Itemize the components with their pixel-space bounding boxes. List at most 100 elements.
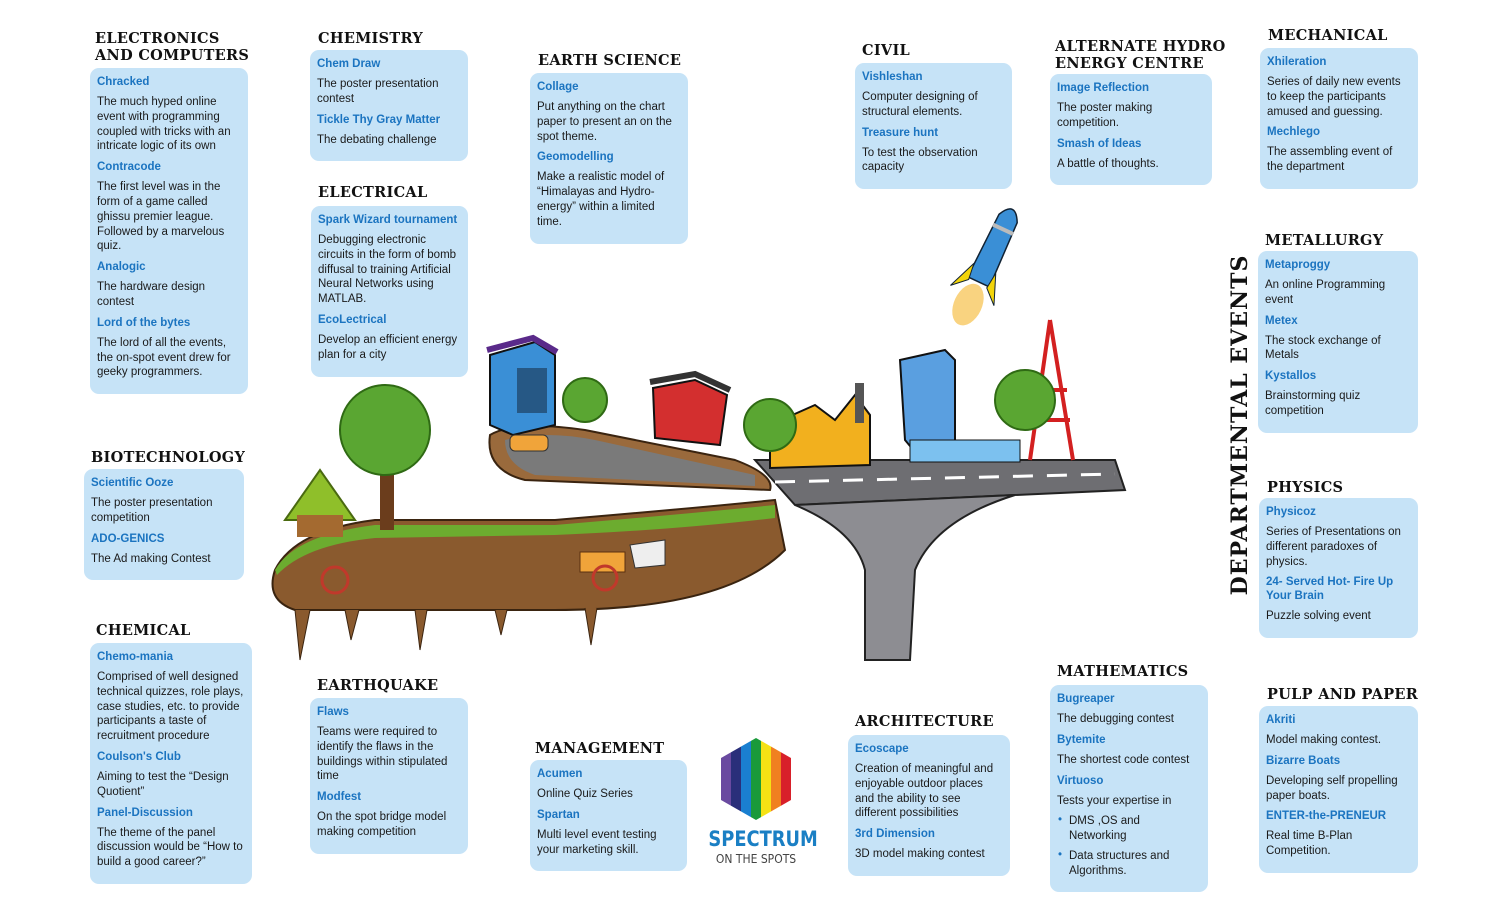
event-name: Metaproggy <box>1265 259 1331 271</box>
bridge-pillar <box>794 494 1016 661</box>
event-name: 3rd Dimension <box>855 828 935 841</box>
event-description: Comprised of well designed technical qui… <box>97 671 244 743</box>
event-name: Spark Wizard tournament <box>318 214 458 226</box>
rocket-icon <box>950 208 1018 326</box>
event-name: Contracode <box>97 161 161 174</box>
event-name: Vishleshan <box>862 71 923 83</box>
event-name: 24- Served Hot- Fire Up Your Brain <box>1266 576 1394 603</box>
event-description: The assembling event of the department <box>1267 146 1393 174</box>
event-bullet: DMS ,OS and Networking <box>1057 813 1200 844</box>
event-name: EcoLectrical <box>318 313 387 326</box>
event-description: Series of daily new events to keep the p… <box>1267 76 1401 118</box>
section-title-architecture: ARCHITECTURE <box>855 713 994 730</box>
event-description: Teams were required to identify the flaw… <box>317 726 448 783</box>
factory <box>769 383 871 470</box>
event-name: Physicoz <box>1266 506 1316 518</box>
event-description: The hardware design contest <box>97 281 206 308</box>
event-description: Develop an efficient energy plan for a c… <box>318 333 458 361</box>
poster-title: DEPARTMENTAL EVENTS <box>1227 254 1253 596</box>
event-name: Tickle Thy Gray Matter <box>317 113 441 126</box>
event-description: The debating challenge <box>317 133 437 146</box>
event-description: The first level was in the form of a gam… <box>97 181 225 253</box>
event-name: Chem Draw <box>317 58 381 70</box>
section-title-electronics: ELECTRONICS AND COMPUTERS <box>95 30 250 64</box>
event-description: Creation of meaningful and enjoyable out… <box>855 763 994 820</box>
section-title-management: MANAGEMENT <box>535 740 665 757</box>
section-title-pulp-and-paper: PULP AND PAPER <box>1267 686 1419 703</box>
tree-icon <box>994 369 1056 431</box>
section-title-physics: PHYSICS <box>1267 479 1344 496</box>
section-title-chemistry: CHEMISTRY <box>318 30 424 47</box>
building-blue <box>486 334 559 437</box>
tree-icon <box>339 384 431 530</box>
event-description: Developing self propelling paper boats. <box>1266 774 1398 802</box>
event-description: Put anything on the chart paper to prese… <box>537 101 672 143</box>
building-glass <box>898 348 1021 463</box>
event-description: The poster making competition. <box>1057 102 1153 129</box>
event-description: Model making contest. <box>1266 734 1382 746</box>
event-description: A battle of thoughts. <box>1057 157 1159 170</box>
section-title-alternate-hydro: ALTERNATE HYDRO ENERGY CENTRE <box>1055 38 1226 72</box>
event-name: Spartan <box>537 808 580 821</box>
event-description: The shortest code contest <box>1057 753 1190 766</box>
event-description: The poster presentation contest <box>317 78 439 105</box>
event-description: The Ad making Contest <box>91 552 211 565</box>
event-name: Collage <box>537 81 579 93</box>
logo-tagline: ON THE SPOTS <box>715 852 797 866</box>
event-description: Computer designing of structural element… <box>862 91 978 118</box>
event-name: Metex <box>1265 314 1298 327</box>
event-name: Chemo-mania <box>97 651 174 663</box>
section-title-chemical: CHEMICAL <box>96 622 191 639</box>
event-name: Coulson's Club <box>97 750 181 763</box>
event-name: Treasure hunt <box>862 126 939 139</box>
event-description: The debugging contest <box>1057 713 1175 725</box>
spectrum-logo: SPECTRUM ON THE SPOTS <box>700 738 818 866</box>
spectrum-hexagon-icon <box>721 738 791 820</box>
section-title-mechanical: MECHANICAL <box>1268 27 1388 44</box>
event-name: ENTER-the-PRENEUR <box>1266 810 1387 823</box>
event-name: Mechlego <box>1267 126 1321 139</box>
tree-icon <box>562 377 608 423</box>
event-description: The much hyped online event with program… <box>97 96 231 153</box>
section-title-mathematics: MATHEMATICS <box>1057 663 1189 680</box>
event-description: On the spot bridge model making competit… <box>317 811 447 838</box>
event-name: Akriti <box>1266 714 1296 726</box>
event-name: Bizarre Boats <box>1266 754 1341 767</box>
event-description: Make a realistic model of “Himalayas and… <box>537 171 665 228</box>
event-description: An online Programming event <box>1265 279 1386 306</box>
event-name: Smash of Ideas <box>1057 137 1142 150</box>
event-name: Scientific Ooze <box>91 477 174 489</box>
event-name: Chracked <box>97 76 150 88</box>
hut-icon <box>283 468 357 537</box>
wheel-icon <box>320 565 350 595</box>
bullock-cart-icon <box>579 539 666 592</box>
event-name: Bugreaper <box>1057 693 1115 705</box>
building-red <box>649 370 732 447</box>
event-name: Panel-Discussion <box>97 806 193 819</box>
section-title-civil: CIVIL <box>862 42 911 59</box>
event-name: Xhileration <box>1267 56 1327 68</box>
section-title-metallurgy: METALLURGY <box>1265 232 1384 249</box>
section-title-biotechnology: BIOTECHNOLOGY <box>91 449 246 466</box>
event-description: Series of Presentations on different par… <box>1266 526 1401 568</box>
event-name: Ecoscape <box>855 743 909 755</box>
event-bullet: Data structures and Algorithms. <box>1057 848 1200 879</box>
event-name: ADO-GENICS <box>91 532 165 545</box>
event-description: Multi level event testing your marketing… <box>537 828 657 856</box>
section-title-electrical: ELECTRICAL <box>318 184 428 201</box>
city-island-illustration <box>271 208 1127 661</box>
event-description: To test the observation capacity <box>862 146 978 174</box>
